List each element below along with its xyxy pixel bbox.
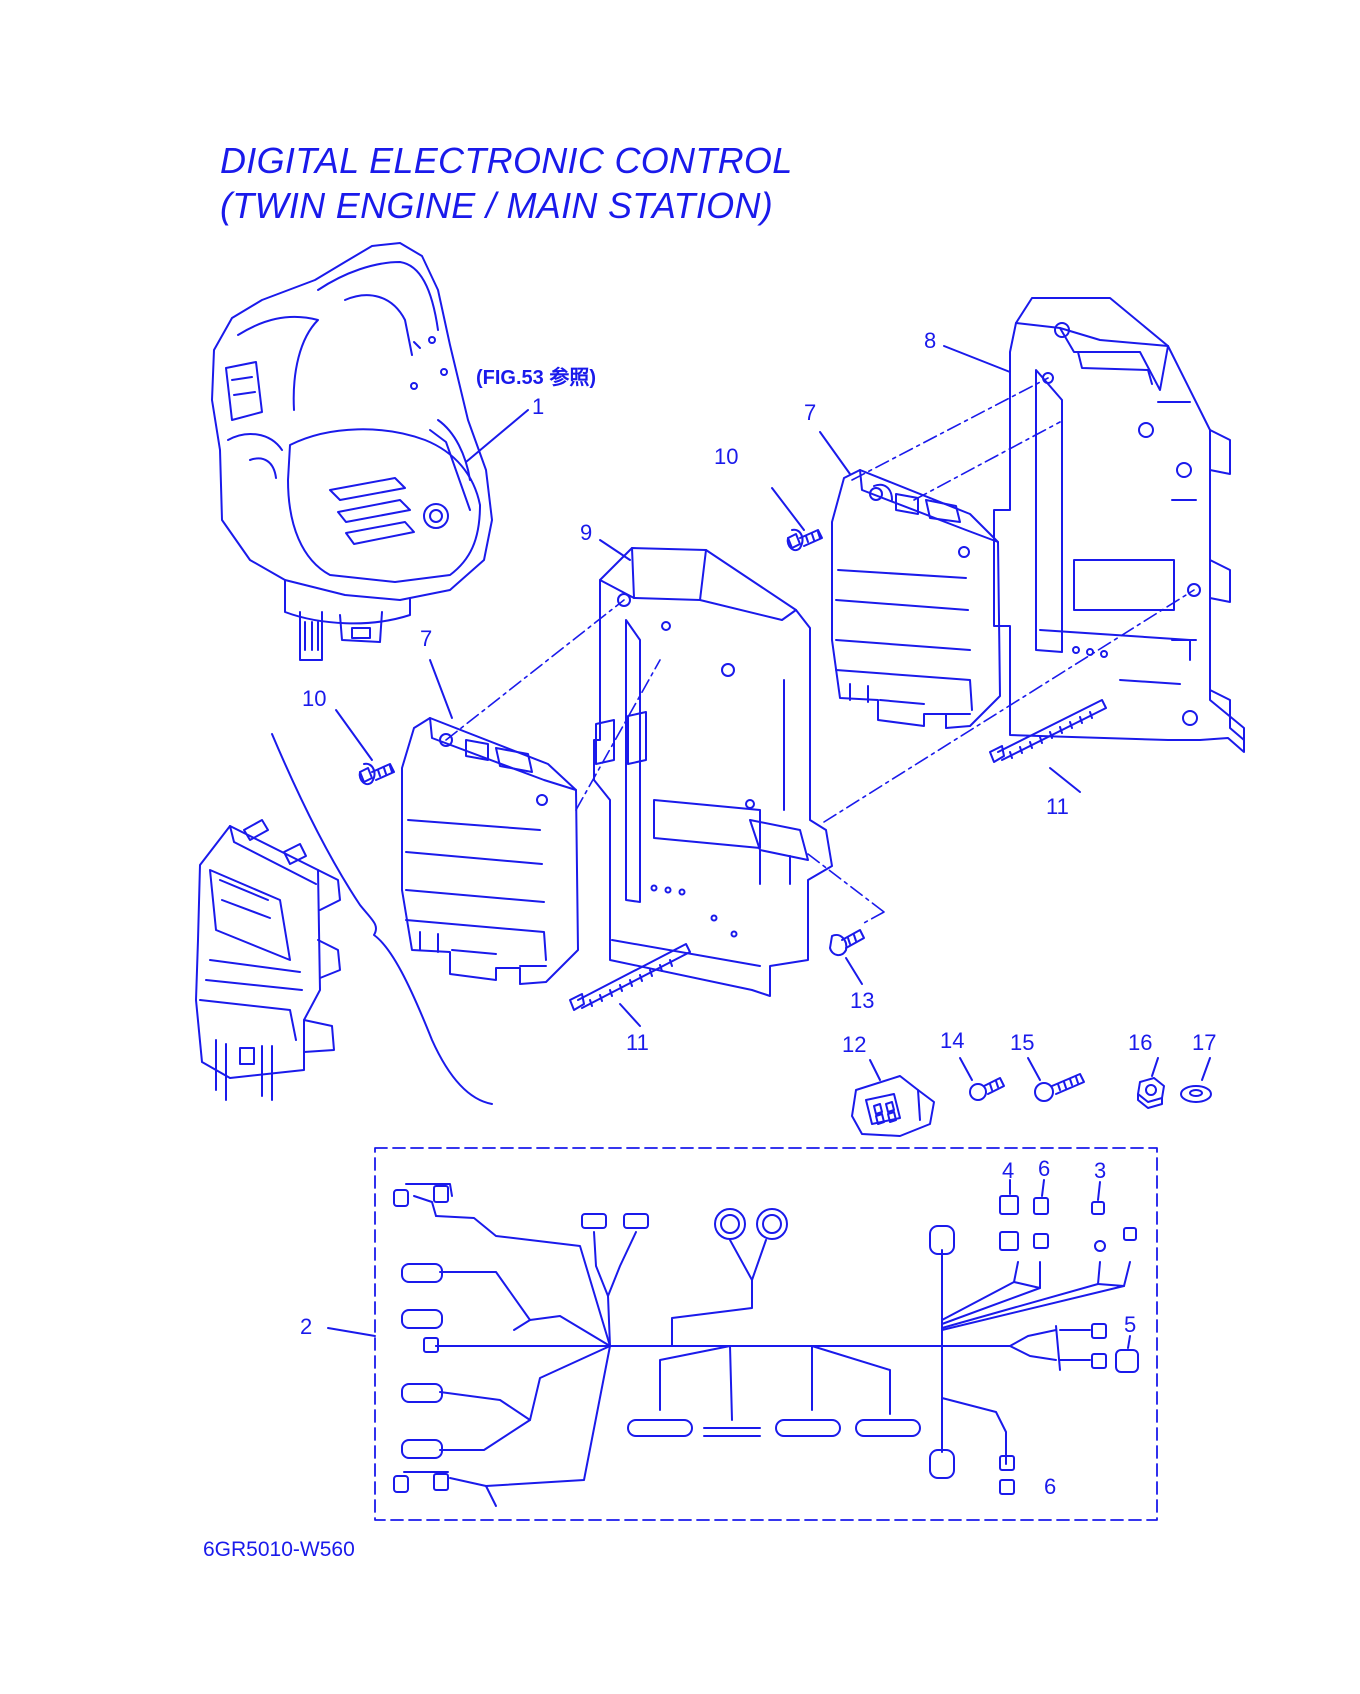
harness-connectors [394,1186,1138,1494]
leader-part-7-lower [430,660,452,718]
callout-17: 17 [1192,1030,1217,1055]
diagram-title-line-1: DIGITAL ELECTRONIC CONTROL [220,140,793,181]
leader-part-2 [328,1328,375,1336]
callout-5: 5 [1124,1312,1137,1337]
callout-6-lower: 6 [1044,1474,1057,1499]
part-16-nut [1138,1078,1164,1108]
part-2-wire-harness [404,1184,1130,1506]
callout-6-upper: 6 [1038,1156,1051,1181]
callout-16: 16 [1128,1030,1153,1055]
part-7-control-module-lower [402,718,578,984]
leader-part-17 [1202,1058,1210,1080]
harness-callout-leaders [1010,1180,1130,1348]
leader-part-11-upper [1050,768,1080,792]
part-12-connector [852,1076,934,1136]
leader-part-15 [1028,1058,1040,1080]
leader-part-14 [960,1058,972,1080]
leader-part-8 [944,346,1010,372]
part-9-module-bracket [594,548,832,996]
part-11-cable-tie-upper [990,700,1106,762]
callout-11-upper: 11 [1046,794,1069,819]
diagram-title-line-2: (TWIN ENGINE / MAIN STATION) [220,185,774,226]
part-1-control-lever [212,243,492,660]
figure-reference-label: (FIG.53 参照) [476,367,597,389]
callout-11-lower: 11 [626,1030,649,1055]
callout-1: 1 [532,394,545,419]
leader-part-12 [870,1060,880,1080]
callout-2: 2 [300,1314,313,1339]
callout-10-lower: 10 [302,686,327,711]
part-8-mounting-bracket [994,298,1244,752]
callout-13: 13 [850,988,875,1013]
leader-part-10-lower [336,710,372,760]
part-14-screw [970,1078,1004,1100]
part-13-screw [830,930,864,955]
part-10-screw-upper [788,530,822,550]
leader-part-10-upper [772,488,804,530]
leader-part-16 [1152,1058,1158,1076]
callout-15: 15 [1010,1030,1035,1055]
callout-14: 14 [940,1028,965,1053]
leader-part-11-lower [620,1004,640,1026]
leader-part-1 [466,410,528,462]
callout-7-lower: 7 [420,626,433,651]
alternative-module-assembly-view [196,820,340,1100]
part-11-cable-tie-lower [570,944,690,1010]
diagram-code: 6GR5010-W560 [203,1538,355,1561]
leader-part-13 [846,958,862,984]
callout-8: 8 [924,328,937,353]
assembly-alignment-lines [446,378,1194,924]
part-17-washer [1181,1086,1211,1102]
callout-9: 9 [580,520,593,545]
callout-3: 3 [1094,1158,1107,1183]
callout-12: 12 [842,1032,867,1057]
callout-7-upper: 7 [804,400,817,425]
brace-bracket [272,734,492,1104]
part-15-screw [1035,1074,1084,1101]
callout-4: 4 [1002,1158,1015,1183]
callout-10-upper: 10 [714,444,739,469]
leader-part-9 [600,540,630,560]
leader-part-7-upper [820,432,850,474]
part-10-screw-lower [360,764,394,784]
part-7-control-module-upper [832,470,1000,728]
